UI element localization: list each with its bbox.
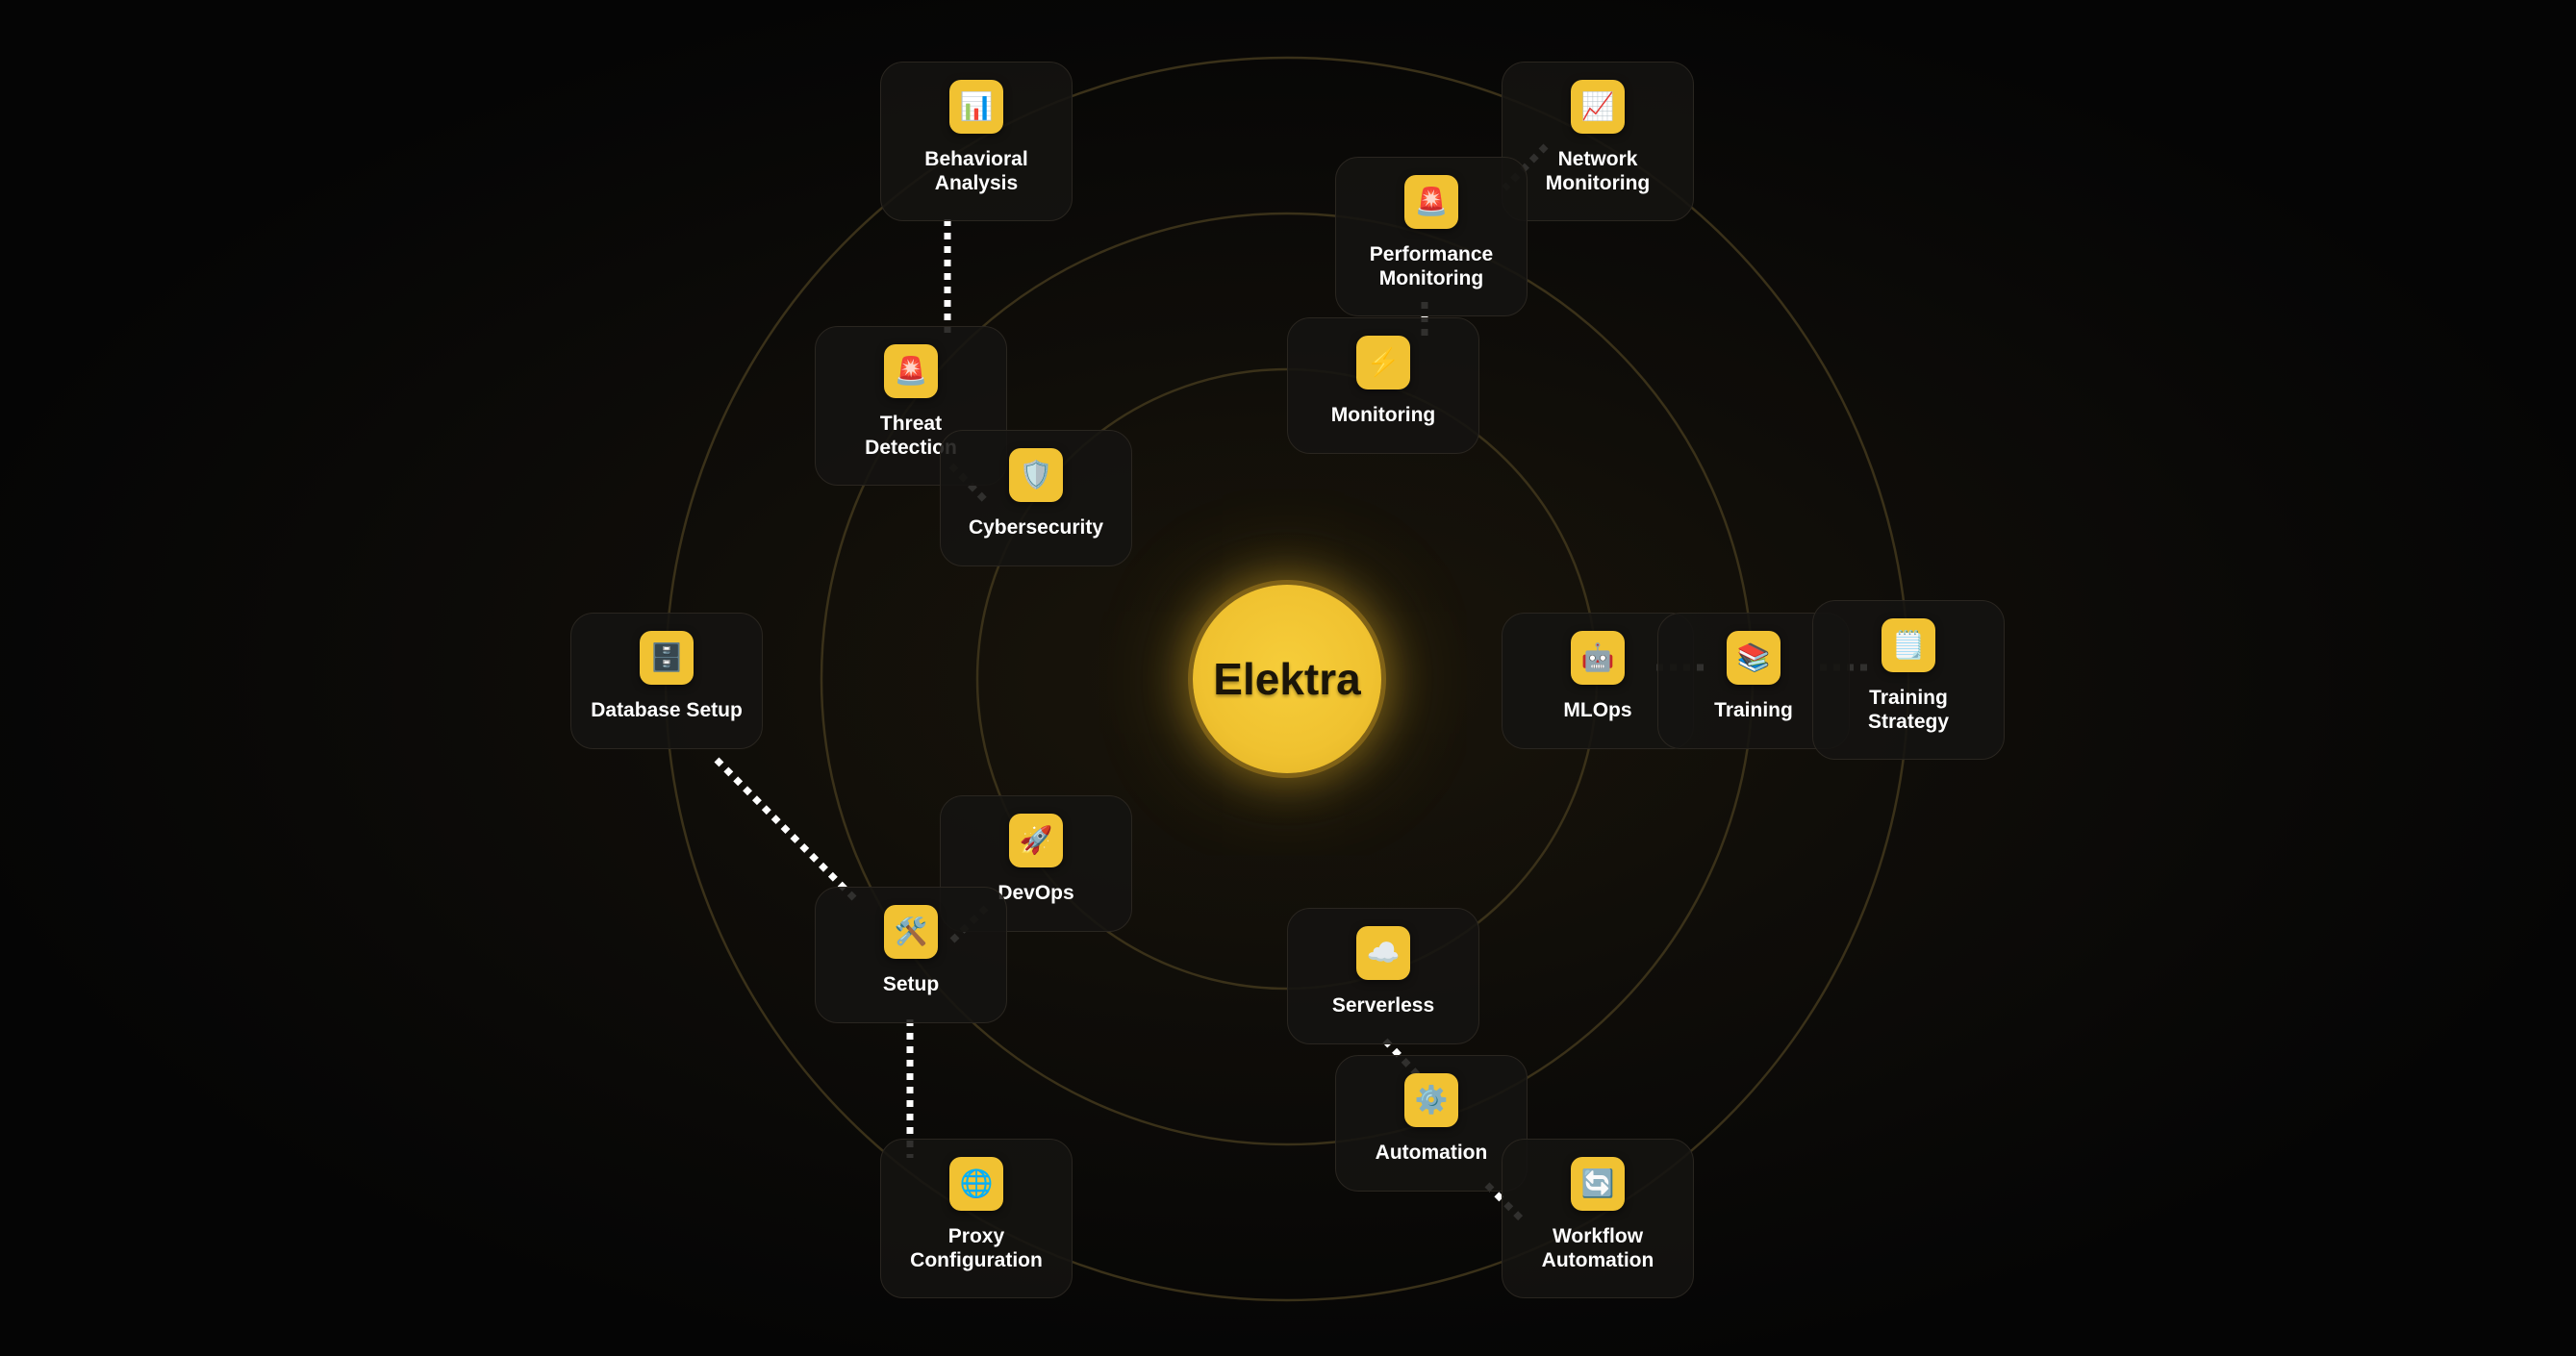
node-training-strategy[interactable]: 🗒️ Training Strategy xyxy=(1812,600,2005,760)
node-label: Network Monitoring xyxy=(1545,148,1651,194)
robot-icon: 🤖 xyxy=(1571,631,1625,685)
siren-icon: 🚨 xyxy=(1404,175,1458,229)
node-monitoring[interactable]: ⚡ Monitoring xyxy=(1287,317,1479,454)
gear-icon: ⚙️ xyxy=(1404,1073,1458,1127)
node-label: DevOps xyxy=(998,882,1074,904)
rocket-icon: 🚀 xyxy=(1009,814,1063,867)
node-automation[interactable]: ⚙️ Automation xyxy=(1335,1055,1528,1192)
node-setup[interactable]: 🛠️ Setup xyxy=(815,887,1007,1023)
node-label: MLOps xyxy=(1563,699,1632,721)
books-icon: 📚 xyxy=(1727,631,1780,685)
refresh-icon: 🔄 xyxy=(1571,1157,1625,1211)
lightning-icon: ⚡ xyxy=(1356,336,1410,389)
cloud-icon: ☁️ xyxy=(1356,926,1410,980)
node-network-monitoring[interactable]: 📈 Network Monitoring xyxy=(1502,62,1694,221)
hub-label: Elektra xyxy=(1213,654,1361,704)
file-cabinet-icon: 🗄️ xyxy=(640,631,694,685)
tools-icon: 🛠️ xyxy=(884,905,938,959)
node-label: Performance Monitoring xyxy=(1369,243,1494,289)
central-hub[interactable]: Elektra xyxy=(1193,585,1381,773)
siren-icon: 🚨 xyxy=(884,344,938,398)
node-workflow-automation[interactable]: 🔄 Workflow Automation xyxy=(1502,1139,1694,1298)
connector-database-setup-setup xyxy=(714,757,857,901)
node-label: Setup xyxy=(882,973,940,995)
trend-chart-icon: 📈 xyxy=(1571,80,1625,134)
node-proxy-configuration[interactable]: 🌐 Proxy Configuration xyxy=(880,1139,1073,1298)
node-label: Database Setup xyxy=(591,699,743,721)
node-cybersecurity[interactable]: 🛡️ Cybersecurity xyxy=(940,430,1132,566)
node-label: Proxy Configuration xyxy=(910,1225,1043,1271)
node-label: Serverless xyxy=(1331,994,1435,1017)
node-label: Training xyxy=(1714,699,1793,721)
node-database-setup[interactable]: 🗄️ Database Setup xyxy=(570,613,763,749)
notepad-icon: 🗒️ xyxy=(1881,618,1935,672)
node-label: Monitoring xyxy=(1330,404,1436,426)
globe-icon: 🌐 xyxy=(949,1157,1003,1211)
node-label: Training Strategy xyxy=(1867,687,1950,733)
node-label: Workflow Automation xyxy=(1541,1225,1654,1271)
shield-icon: 🛡️ xyxy=(1009,448,1063,502)
node-devops[interactable]: 🚀 DevOps xyxy=(940,795,1132,932)
node-performance-monitoring[interactable]: 🚨 Performance Monitoring xyxy=(1335,157,1528,316)
node-label: Automation xyxy=(1375,1142,1488,1164)
node-serverless[interactable]: ☁️ Serverless xyxy=(1287,908,1479,1044)
node-behavioral-analysis[interactable]: 📊 Behavioral Analysis xyxy=(880,62,1073,221)
node-label: Threat Detection xyxy=(865,413,957,459)
node-label: Cybersecurity xyxy=(968,516,1104,539)
node-label: Behavioral Analysis xyxy=(924,148,1028,194)
bar-chart-icon: 📊 xyxy=(949,80,1003,134)
